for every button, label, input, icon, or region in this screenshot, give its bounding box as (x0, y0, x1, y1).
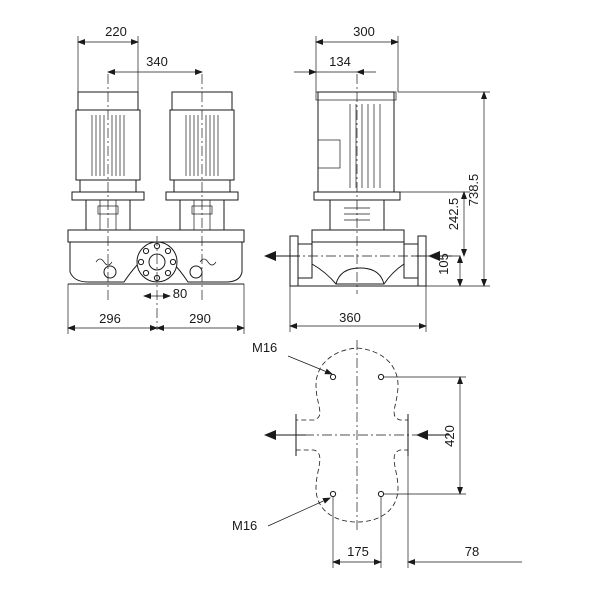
dim-80-label: 80 (173, 286, 187, 301)
bolt-hole (329, 373, 337, 381)
side-pump-body (289, 229, 427, 287)
dim-360-label: 360 (339, 310, 361, 325)
dim-296-label: 296 (99, 311, 121, 326)
plan-view: M16 M16 420 175 78 (232, 340, 522, 568)
bolt-hole (377, 373, 385, 381)
dim-300-label: 300 (353, 24, 375, 39)
side-view: 300 134 738.5 242.5 105 360 (264, 24, 490, 332)
dim-242-5-label: 242.5 (446, 198, 461, 231)
dim-340-label: 340 (146, 54, 168, 69)
dim-738-5-label: 738.5 (466, 174, 481, 207)
bolt-hole (329, 490, 337, 498)
footprint-outline (295, 347, 409, 523)
dim-105-label: 105 (436, 253, 451, 275)
dim-290-label: 290 (189, 311, 211, 326)
dim-134-label: 134 (329, 54, 351, 69)
dim-78-label: 78 (465, 544, 479, 559)
dim-220-label: 220 (105, 24, 127, 39)
dim-420-label: 420 (442, 425, 457, 447)
thread-label-bottom: M16 (232, 518, 257, 533)
dim-175-label: 175 (347, 544, 369, 559)
front-view: 220 340 80 296 290 (67, 24, 245, 334)
bolt-hole (377, 490, 385, 498)
thread-label-top: M16 (252, 340, 277, 355)
